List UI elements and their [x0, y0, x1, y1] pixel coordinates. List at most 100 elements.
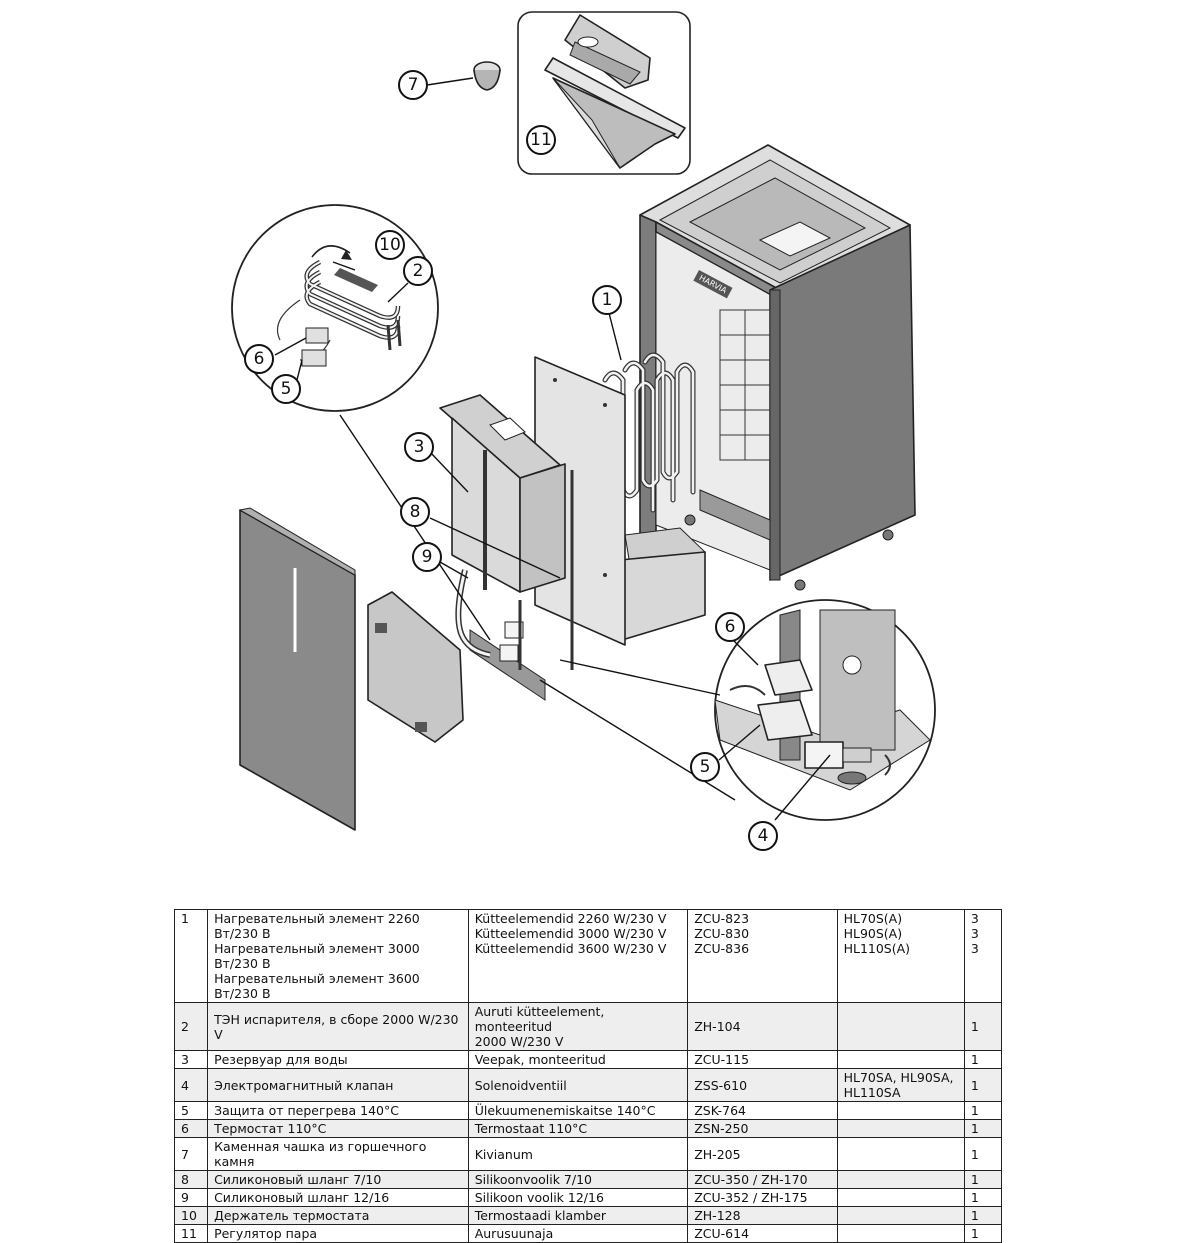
svg-text:9: 9: [422, 547, 433, 567]
cell-qty: 1: [963, 1188, 1003, 1207]
table-row: 5 Защита от перегрева 140°C Ülekuumenemisk…: [173, 1101, 1003, 1120]
cell-et: Kivianum: [467, 1137, 689, 1171]
cell-line: Электромагнитный клапан: [214, 1077, 394, 1093]
water-reservoir-part: [439, 394, 566, 593]
cell-ru: Силиконовый шланг 12/16: [207, 1188, 469, 1207]
stone-cup-part: [473, 61, 501, 91]
cell-code: ZCU-350 / ZH-170: [687, 1170, 838, 1189]
cell-line: Auruti kütteelement, monteeritud: [474, 1004, 605, 1034]
cell-model: [836, 1224, 965, 1243]
cell-line: Veepak, monteeritud: [474, 1052, 606, 1067]
cell-line: ZCU-352 / ZH-175: [694, 1190, 808, 1205]
cell-line: Kütteelemendid 3000 W/230 V: [474, 926, 667, 941]
cell-line: ZCU-823: [694, 911, 750, 926]
callout-3: 3: [404, 432, 434, 462]
cell-line: Kivianum: [474, 1146, 533, 1162]
cell-code: ZCU-614: [687, 1224, 838, 1243]
cell-line: 1: [970, 1190, 979, 1205]
callout-8: 8: [400, 497, 430, 527]
cell-qty: 1: [963, 1050, 1003, 1069]
cell-et: Termostaadi klamber: [467, 1206, 689, 1225]
cell-line: 1: [970, 1208, 979, 1223]
cell-line: Kütteelemendid 3600 W/230 V: [474, 941, 667, 956]
svg-text:1: 1: [602, 290, 613, 310]
cell-line: ZCU-350 / ZH-170: [694, 1172, 808, 1187]
callout-2: 2: [403, 256, 433, 286]
callout-9: 9: [412, 542, 442, 572]
cell-line: 1: [970, 1052, 979, 1067]
cell-line: HL110S(A): [843, 941, 911, 956]
svg-text:11: 11: [530, 130, 552, 150]
cell-line: ZCU-830: [694, 926, 750, 941]
cell-line: Резервуар для воды: [214, 1052, 348, 1067]
callout-6: 6: [715, 612, 745, 642]
svg-text:2: 2: [413, 261, 424, 281]
cell-line: Kütteelemendid 2260 W/230 V: [474, 911, 667, 926]
callout-5: 5: [690, 752, 720, 782]
cell-num: 1: [173, 909, 209, 1003]
cell-model: [836, 1137, 965, 1171]
cell-et: Ülekuumenemiskaitse 140°C: [467, 1101, 689, 1120]
callout-10: 10: [375, 230, 405, 260]
cell-qty: 1: [963, 1170, 1003, 1189]
cell-line: Ülekuumenemiskaitse 140°C: [474, 1103, 656, 1118]
cell-ru: Термостат 110°C: [207, 1119, 469, 1138]
cell-ru: ТЭН испарителя, в сборе 2000 W/230 V: [207, 1002, 469, 1051]
cell-code: ZH-128: [687, 1206, 838, 1225]
cell-num: 5: [173, 1101, 209, 1120]
cell-model: [836, 1170, 965, 1189]
callout-6-detail: 6: [244, 344, 274, 374]
cell-num: 4: [173, 1068, 209, 1102]
cell-et: Termostaat 110°C: [467, 1119, 689, 1138]
cell-ru: Держатель термостата: [207, 1206, 469, 1225]
cell-line: Регулятор пара: [214, 1226, 318, 1241]
cell-num: 2: [173, 1002, 209, 1051]
callout-11: 11: [526, 125, 556, 155]
svg-text:5: 5: [281, 379, 292, 399]
cell-et: Solenoidventiil: [467, 1068, 689, 1102]
cell-qty: 1: [963, 1206, 1003, 1225]
cell-line: Каменная чашка из горшечного камня: [214, 1139, 427, 1169]
cell-line: Держатель термостата: [214, 1208, 370, 1223]
cell-line: ТЭН испарителя, в сборе 2000 W/230 V: [214, 1011, 459, 1042]
cell-line: ZCU-614: [694, 1226, 750, 1241]
cell-line: HL70SA, HL90SA,: [843, 1070, 954, 1085]
cell-model: HL70S(A)HL90S(A)HL110S(A): [836, 909, 965, 1003]
side-cover: [367, 591, 464, 743]
cell-line: 1: [970, 1172, 979, 1187]
cell-model: [836, 1101, 965, 1120]
cell-line: 3: [970, 911, 979, 926]
cell-line: Защита от перегрева 140°C: [214, 1103, 399, 1118]
svg-text:6: 6: [254, 349, 265, 369]
cell-qty: 1: [963, 1137, 1003, 1171]
cell-num: 7: [173, 1137, 209, 1171]
cell-code: ZH-104: [687, 1002, 838, 1051]
cell-num: 9: [173, 1188, 209, 1207]
cell-line: ZSK-764: [694, 1103, 746, 1118]
svg-text:7: 7: [408, 75, 419, 95]
svg-text:6: 6: [725, 617, 736, 637]
cell-ru: Регулятор пара: [207, 1224, 469, 1243]
cell-line: 1: [970, 1019, 979, 1034]
cell-line: 1: [970, 1121, 979, 1136]
cell-code: ZSS-610: [687, 1068, 838, 1102]
cell-line: ZCU-115: [694, 1052, 750, 1067]
cell-line: ZH-104: [694, 1019, 741, 1034]
zoom-detail-bottom: [714, 599, 936, 821]
cell-model: [836, 1206, 965, 1225]
cell-line: 1: [970, 1103, 979, 1118]
callout-1: 1: [592, 285, 622, 315]
cell-code: ZCU-115: [687, 1050, 838, 1069]
